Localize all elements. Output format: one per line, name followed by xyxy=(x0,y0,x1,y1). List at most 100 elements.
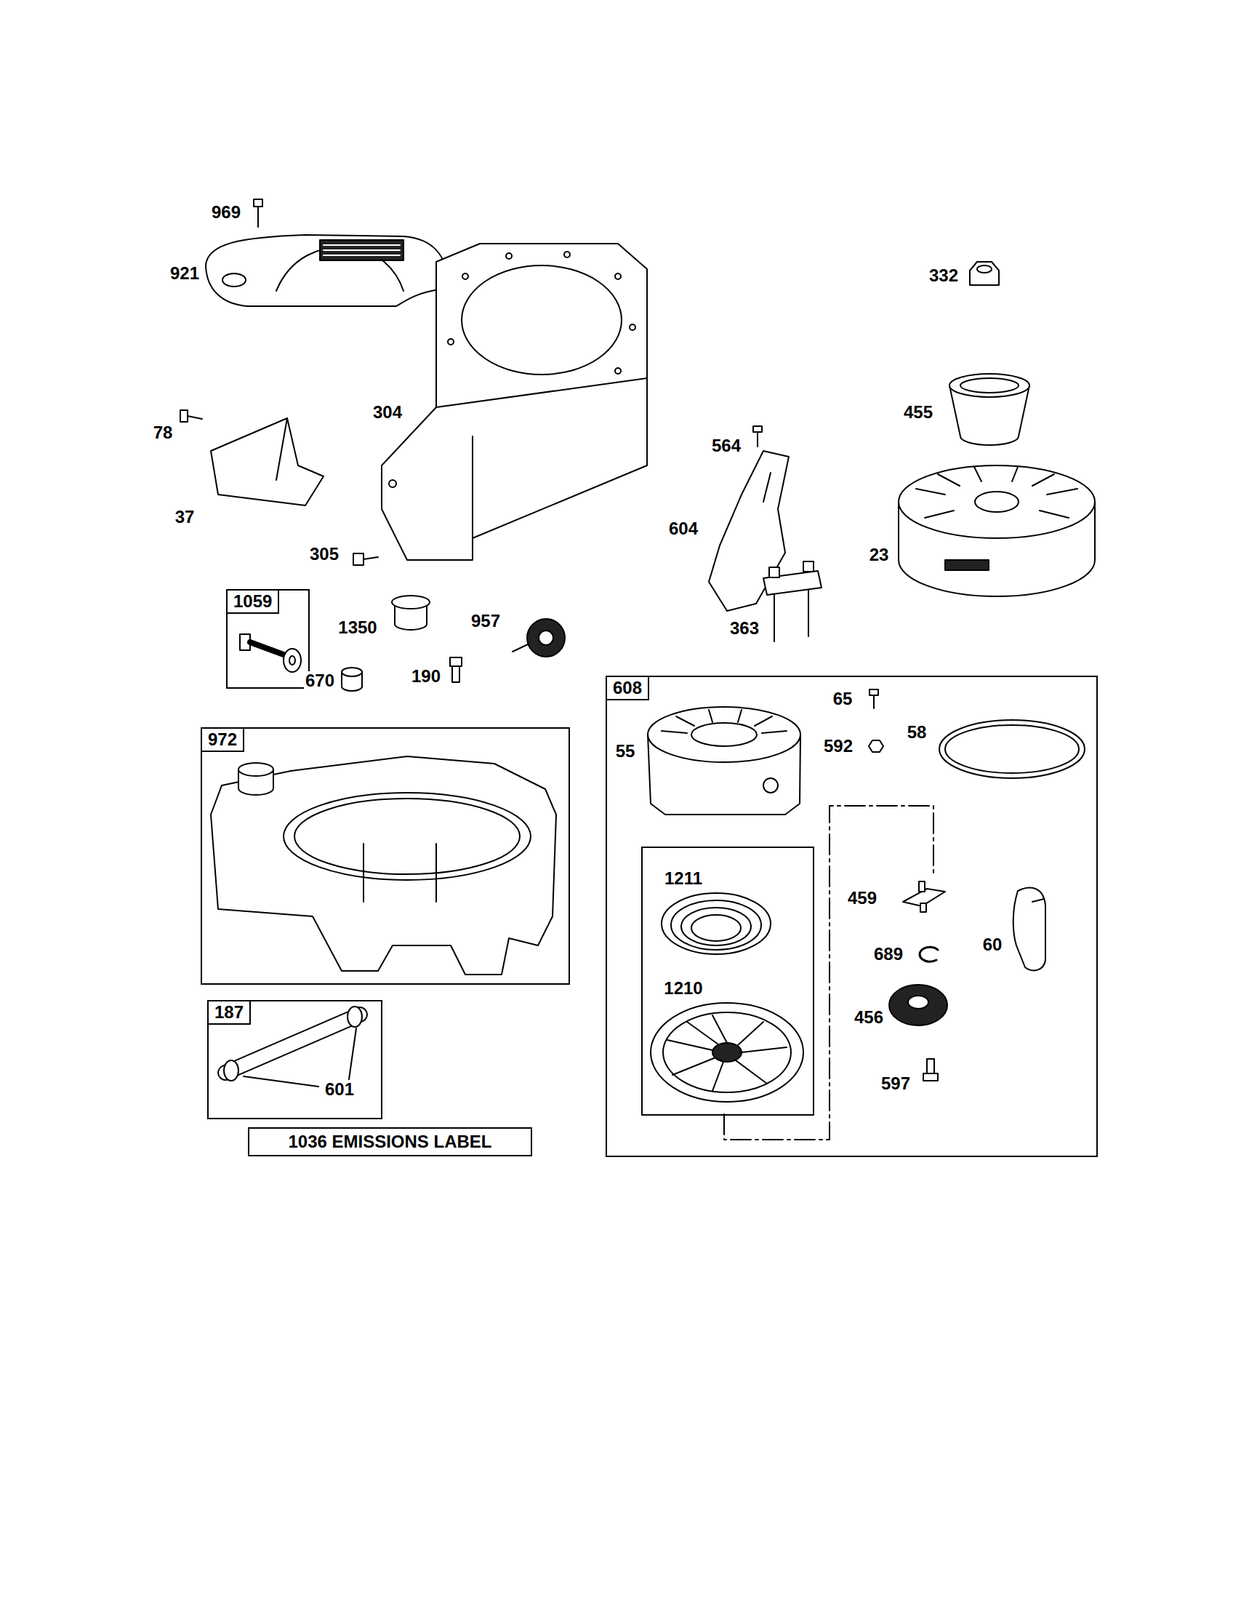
bracket xyxy=(763,561,822,642)
air-guide-stroke xyxy=(210,418,324,506)
group-box: 972 xyxy=(200,727,570,985)
callout-number: 65 xyxy=(831,689,855,709)
engine-cover-stroke xyxy=(323,244,400,246)
blower-housing-stroke xyxy=(461,265,622,375)
callout-number: 455 xyxy=(902,402,935,422)
callout-number: 60 xyxy=(981,934,1004,954)
nut-stroke xyxy=(969,261,999,285)
fuel-line-stroke xyxy=(243,1075,319,1087)
bushing-stroke xyxy=(391,595,430,609)
bolt-washer-stroke xyxy=(289,655,296,665)
bolt-stroke xyxy=(353,553,364,565)
callout-number: 689 xyxy=(872,944,905,964)
starter-handle xyxy=(1013,887,1046,971)
flywheel-stroke xyxy=(1032,474,1055,486)
starter-housing-stroke xyxy=(691,722,757,746)
screw xyxy=(869,689,879,709)
starter-housing-stroke xyxy=(647,706,801,762)
plug-stroke xyxy=(452,665,460,682)
callout-number: 592 xyxy=(822,736,855,756)
starter-cup-stroke xyxy=(960,378,1019,393)
callout-number: 58 xyxy=(905,722,929,742)
pawl-stroke xyxy=(918,881,925,892)
retainer-clip-stroke xyxy=(919,946,938,962)
nut-stroke xyxy=(868,740,884,752)
flywheel-stroke xyxy=(1039,510,1069,518)
callout-number: 78 xyxy=(151,423,175,443)
bolt-stroke xyxy=(363,556,379,560)
screw-stroke xyxy=(926,1058,935,1074)
flywheel-stroke xyxy=(1046,488,1078,495)
callout-number: 304 xyxy=(371,402,404,422)
starter-pulley-stroke xyxy=(663,1011,791,1092)
starter-housing-stroke xyxy=(737,709,742,722)
flywheel-stroke xyxy=(937,474,960,486)
starter-housing-stroke xyxy=(661,730,688,733)
blower-housing-stroke xyxy=(388,479,397,488)
screw xyxy=(923,1058,938,1081)
recoil-spring-stroke xyxy=(681,907,751,946)
ratchet-stroke xyxy=(889,984,948,1026)
engine-cover-stroke xyxy=(323,249,400,251)
nut-stroke xyxy=(977,265,992,273)
starter-handle-stroke xyxy=(1013,887,1046,971)
callout-number: 363 xyxy=(728,618,761,638)
starter-pulley xyxy=(650,1002,804,1102)
callout-number: 564 xyxy=(710,436,743,456)
starter-housing-stroke xyxy=(708,709,713,722)
bracket-stroke xyxy=(803,561,814,572)
nut xyxy=(969,261,999,285)
bushing xyxy=(391,595,430,630)
engine-cover xyxy=(205,234,449,307)
callout-number: 37 xyxy=(173,507,197,527)
knob-stroke xyxy=(538,630,554,645)
bolt-washer xyxy=(239,633,301,672)
callout-number: 608 xyxy=(605,675,650,701)
starter-rope-stroke xyxy=(945,724,1079,773)
blower-housing-stroke xyxy=(447,338,454,345)
flywheel xyxy=(898,465,1095,597)
flywheel-stroke xyxy=(974,491,1019,512)
callout-number: 1350 xyxy=(336,617,379,637)
callout-number: 972 xyxy=(200,727,245,752)
screw-stroke xyxy=(257,206,259,227)
blower-housing-stroke xyxy=(615,273,621,280)
screw-stroke xyxy=(180,410,188,422)
starter-housing-stroke xyxy=(761,730,787,733)
bracket-stroke xyxy=(769,567,780,578)
retainer-clip xyxy=(919,946,938,962)
fuel-tank-stroke xyxy=(294,798,520,874)
screw-stroke xyxy=(253,199,263,207)
pawl-stroke xyxy=(920,902,927,912)
baffle-plate-stroke xyxy=(763,472,771,502)
engine-cover-stroke xyxy=(323,254,400,256)
callout-number: 604 xyxy=(667,519,700,538)
fuel-tank-stroke xyxy=(210,756,557,975)
blower-housing-stroke xyxy=(381,243,648,560)
starter-rope-stroke xyxy=(939,719,1085,778)
callout-number: 1211 xyxy=(664,868,703,888)
pawl xyxy=(902,881,946,912)
flywheel-stroke xyxy=(898,465,1095,538)
callout-number: 456 xyxy=(852,1007,885,1027)
starter-cup xyxy=(949,373,1030,445)
ratchet-stroke xyxy=(908,995,929,1009)
starter-housing-stroke xyxy=(763,777,778,793)
screw-stroke xyxy=(873,695,875,709)
flywheel-stroke xyxy=(1011,466,1018,482)
knob-stroke xyxy=(512,644,528,652)
callout-number: 601 xyxy=(323,1079,356,1099)
engine-cover-stroke xyxy=(205,234,449,307)
callout-number: 1210 xyxy=(663,978,703,998)
starter-pulley-stroke xyxy=(737,1021,764,1045)
flywheel-stroke xyxy=(945,559,989,570)
bolt-washer-stroke xyxy=(283,648,301,672)
group-box: 187 xyxy=(207,999,383,1119)
blower-housing-stroke xyxy=(564,251,570,258)
callout-number: 597 xyxy=(879,1073,912,1093)
callout-number: 459 xyxy=(846,888,879,908)
engine-cover-stroke xyxy=(319,239,404,261)
air-guide-stroke xyxy=(276,418,288,480)
inner-group-box: 1211 1210 xyxy=(641,846,815,1116)
